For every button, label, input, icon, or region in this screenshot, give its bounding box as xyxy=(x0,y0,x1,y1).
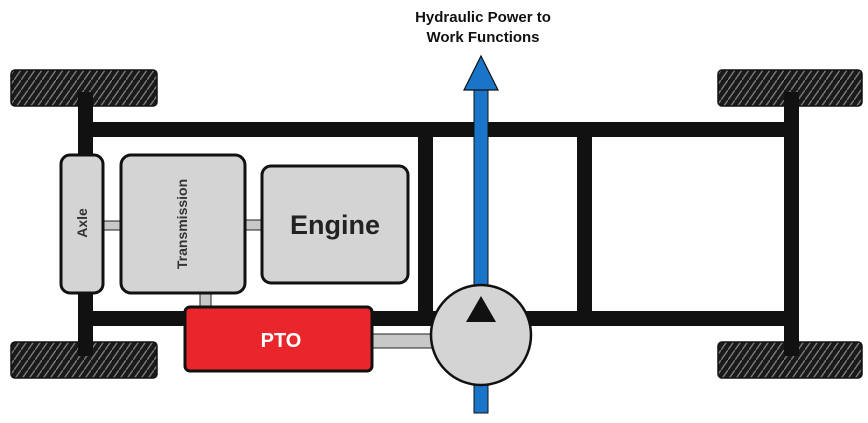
title-line-2: Work Functions xyxy=(426,29,539,46)
axle-box xyxy=(59,153,105,295)
axle-label: Axle xyxy=(74,208,90,238)
transmission-box xyxy=(119,153,247,295)
shaft-pto-pump xyxy=(369,333,435,349)
tires xyxy=(10,69,863,379)
hydraulic-pump xyxy=(429,283,533,387)
pump-direction-triangle-icon xyxy=(466,296,496,322)
frame-rail-top xyxy=(78,122,798,137)
arrow-head xyxy=(463,54,499,91)
pto-box xyxy=(183,305,374,373)
frame-crossmember-2 xyxy=(577,122,592,326)
frame-crossmember-1 xyxy=(418,122,433,326)
engine-box xyxy=(260,164,410,285)
shaft-axle-transmission xyxy=(102,220,123,231)
shaft-transmission-engine xyxy=(243,219,263,231)
engine-label: Engine xyxy=(290,210,380,240)
frame-post-right xyxy=(784,92,799,356)
title-line-1: Hydraulic Power to xyxy=(415,9,551,26)
transmission-label: Transmission xyxy=(174,179,190,269)
pto-label: PTO xyxy=(261,330,302,352)
pump-body xyxy=(429,283,533,387)
